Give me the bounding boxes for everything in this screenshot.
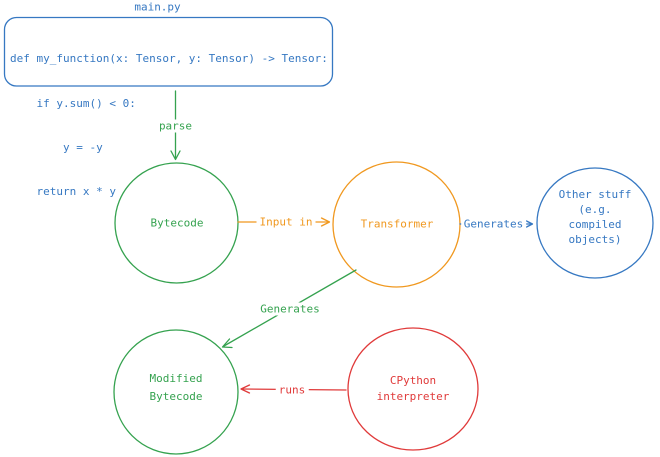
code-line: y = -y	[10, 140, 103, 154]
code-line: return x * y	[10, 184, 116, 198]
code-line: if y.sum() < 0:	[10, 96, 136, 110]
other-stuff-label-line: (e.g.	[578, 202, 612, 216]
modified-bytecode-label-line: Modified	[149, 372, 203, 385]
modified-bytecode-label-line: Bytecode	[149, 390, 203, 403]
code-box-title: main.py	[134, 0, 181, 14]
other-stuff-label: Other stuff (e.g. compiled objects)	[559, 187, 632, 247]
other-stuff-label-line: Other stuff	[558, 187, 632, 201]
runs-label: runs	[275, 383, 309, 396]
transformer-label: Transformer	[360, 217, 434, 231]
generates-right-arrowhead	[523, 219, 534, 229]
code-box-outline	[3, 16, 334, 87]
code-block: def my_function(x: Tensor, y: Tensor) ->…	[10, 23, 328, 229]
code-line: def my_function(x: Tensor, y: Tensor) ->…	[10, 52, 328, 66]
parse-label: parse	[155, 119, 196, 133]
parse-arrowhead	[170, 150, 181, 161]
modified-bytecode-label: Modified Bytecode	[150, 370, 203, 406]
input-in-arrowhead	[320, 217, 331, 227]
generates-down-label: Generates	[257, 302, 323, 316]
bytecode-circle	[114, 162, 239, 284]
cpython-circle	[347, 327, 479, 451]
generates-right-label: Generates	[460, 217, 527, 231]
other-stuff-circle	[536, 167, 654, 279]
other-stuff-label-line: compiled	[568, 217, 622, 231]
cpython-label-line: interpreter	[376, 390, 450, 403]
runs-arrowhead	[240, 384, 251, 394]
cpython-label: CPython interpreter	[377, 373, 450, 405]
generates-down-arrowhead	[221, 338, 233, 349]
cpython-label-line: CPython	[389, 374, 437, 387]
modified-bytecode-circle	[113, 329, 239, 455]
input-in-label: Input in	[256, 215, 316, 229]
bytecode-label: Bytecode	[150, 216, 204, 230]
other-stuff-label-line: objects)	[568, 232, 622, 246]
